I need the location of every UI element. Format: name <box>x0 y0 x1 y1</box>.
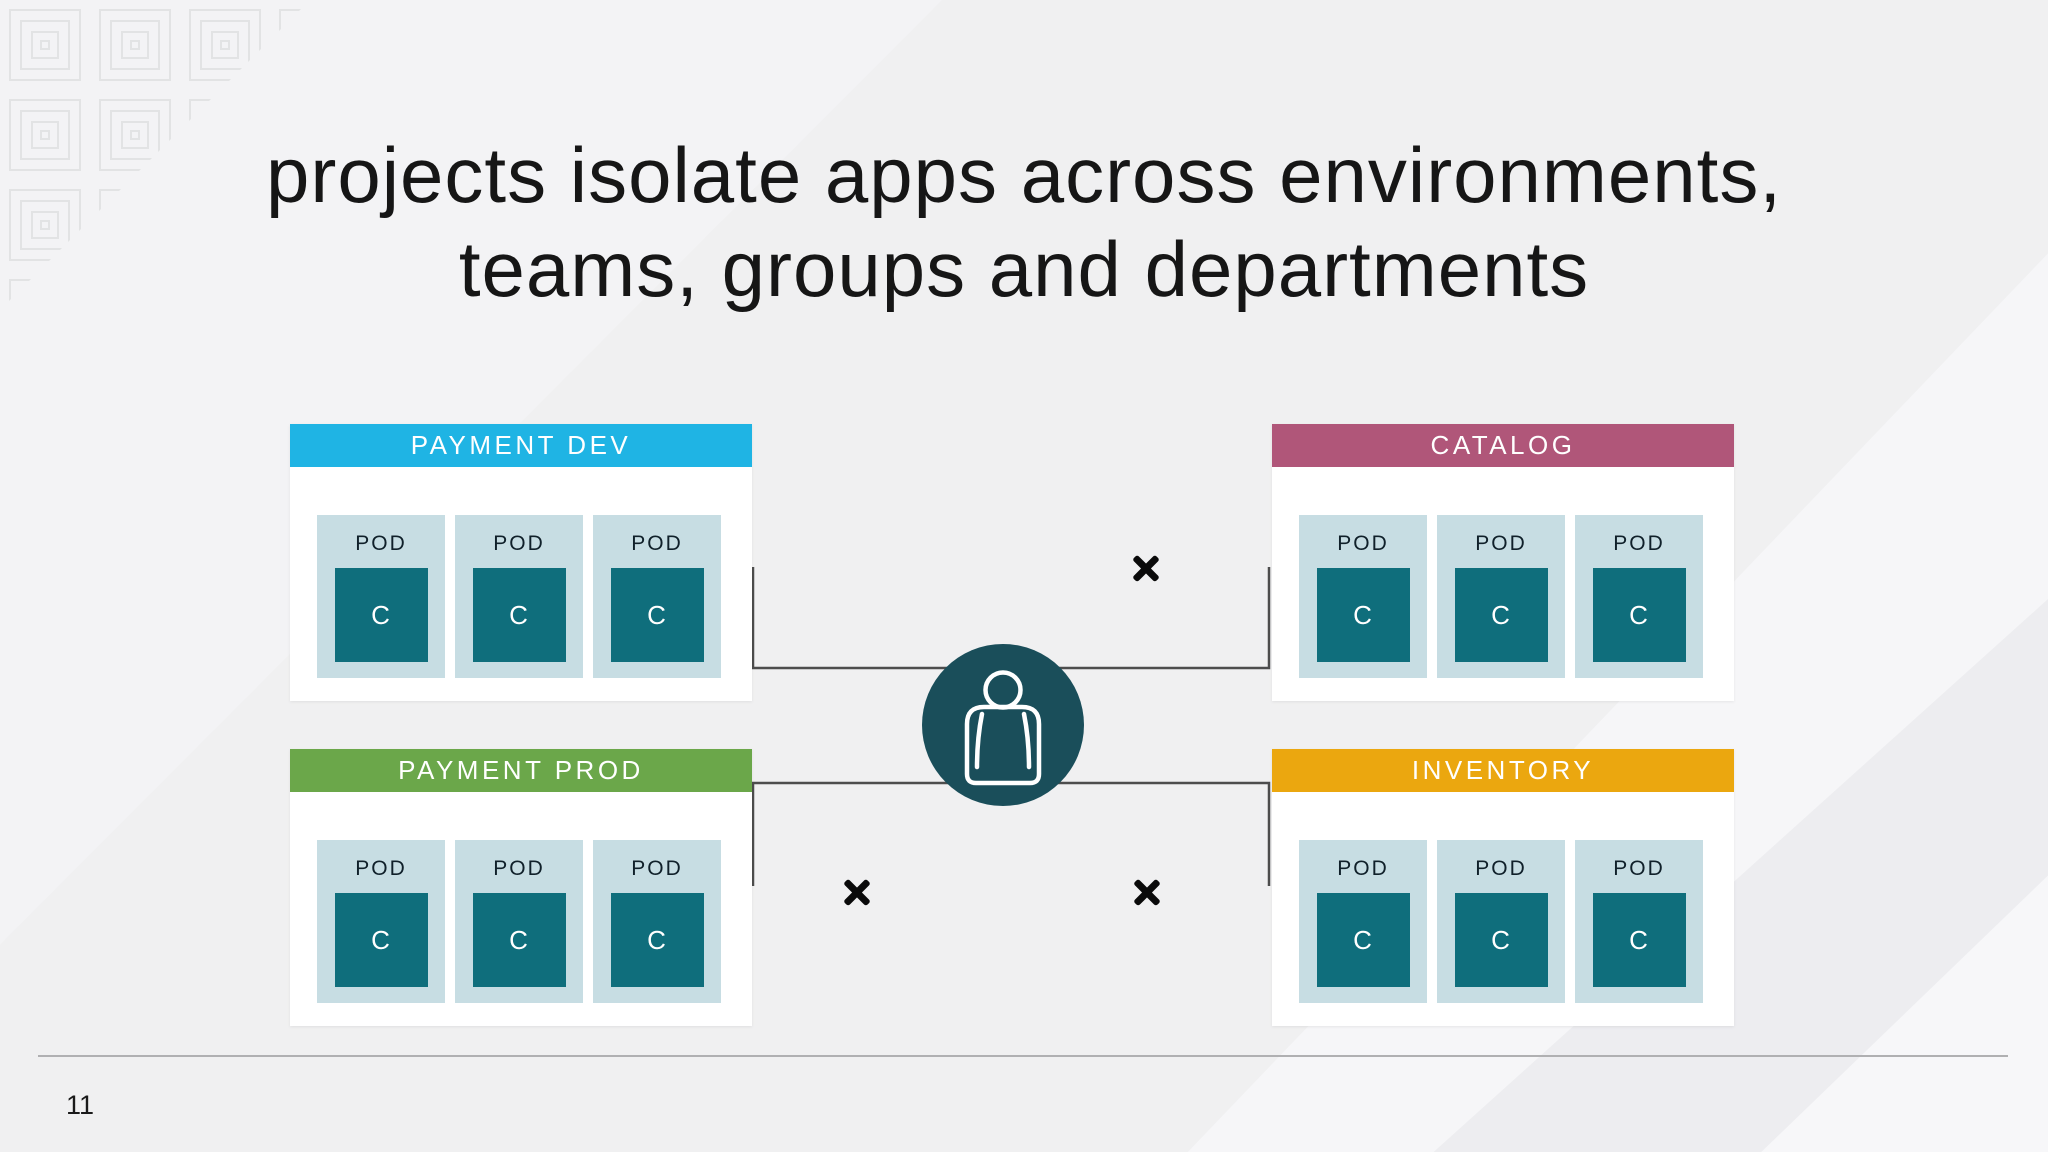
pod: POD C <box>1299 515 1427 678</box>
project-name: PAYMENT DEV <box>410 430 632 460</box>
blocked-x-icon <box>842 877 872 907</box>
pod: POD C <box>1575 840 1703 1003</box>
pod-label: POD <box>493 532 545 555</box>
container-label: C <box>647 599 667 630</box>
user-icon <box>921 643 1085 807</box>
pod: POD C <box>317 515 445 678</box>
project-name: CATALOG <box>1430 430 1576 460</box>
container-label: C <box>1491 599 1511 630</box>
container-box: C <box>1316 568 1410 662</box>
project-header: CATALOG <box>1272 424 1734 467</box>
pod-row: POD C POD C POD C <box>1272 792 1734 1003</box>
container-box: C <box>610 568 704 662</box>
container-box: C <box>1454 568 1548 662</box>
footer-divider <box>38 1055 2008 1057</box>
pod-label: POD <box>355 857 407 880</box>
pod: POD C <box>593 840 721 1003</box>
container-box: C <box>472 893 566 987</box>
container-label: C <box>1353 599 1373 630</box>
blocked-x-icon <box>1131 553 1161 583</box>
pod: POD C <box>1437 515 1565 678</box>
container-box: C <box>1592 893 1686 987</box>
container-box: C <box>1316 893 1410 987</box>
pod: POD C <box>317 840 445 1003</box>
pod: POD C <box>455 840 583 1003</box>
pod-label: POD <box>1475 857 1527 880</box>
slide-title-line1: projects isolate apps across environment… <box>265 131 1783 219</box>
pod-row: POD C POD C POD C <box>1272 467 1734 678</box>
pod-label: POD <box>1475 532 1527 555</box>
pod-label: POD <box>631 532 683 555</box>
container-label: C <box>1491 924 1511 955</box>
pod: POD C <box>593 515 721 678</box>
container-box: C <box>1592 568 1686 662</box>
container-box: C <box>610 893 704 987</box>
pod-label: POD <box>631 857 683 880</box>
project-header: INVENTORY <box>1272 749 1734 792</box>
container-label: C <box>509 599 529 630</box>
pod-label: POD <box>493 857 545 880</box>
container-box: C <box>472 568 566 662</box>
pod: POD C <box>1437 840 1565 1003</box>
pod-label: POD <box>1337 857 1389 880</box>
project-card-payment-dev: PAYMENT DEV POD C POD C POD C <box>290 424 752 701</box>
pod-label: POD <box>355 532 407 555</box>
container-box: C <box>334 568 428 662</box>
pod-label: POD <box>1613 532 1665 555</box>
pod: POD C <box>455 515 583 678</box>
container-label: C <box>371 924 391 955</box>
blocked-x-icon <box>1132 877 1162 907</box>
project-card-catalog: CATALOG POD C POD C POD C <box>1272 424 1734 701</box>
slide-title: projects isolate apps across environment… <box>0 128 2048 316</box>
project-header: PAYMENT DEV <box>290 424 752 467</box>
project-card-payment-prod: PAYMENT PROD POD C POD C POD C <box>290 749 752 1026</box>
container-box: C <box>1454 893 1548 987</box>
pod: POD C <box>1575 515 1703 678</box>
page-number: 11 <box>66 1090 95 1120</box>
pod-row: POD C POD C POD C <box>290 792 752 1003</box>
container-label: C <box>371 599 391 630</box>
container-label: C <box>647 924 667 955</box>
slide-title-line2: teams, groups and departments <box>458 225 1590 313</box>
project-header: PAYMENT PROD <box>290 749 752 792</box>
pod-label: POD <box>1613 857 1665 880</box>
container-label: C <box>1629 924 1649 955</box>
pod-label: POD <box>1337 532 1389 555</box>
container-box: C <box>334 893 428 987</box>
container-label: C <box>1629 599 1649 630</box>
container-label: C <box>509 924 529 955</box>
project-name: PAYMENT PROD <box>398 755 644 785</box>
project-name: INVENTORY <box>1411 755 1595 785</box>
container-label: C <box>1353 924 1373 955</box>
pod: POD C <box>1299 840 1427 1003</box>
pod-row: POD C POD C POD C <box>290 467 752 678</box>
project-card-inventory: INVENTORY POD C POD C POD C <box>1272 749 1734 1026</box>
